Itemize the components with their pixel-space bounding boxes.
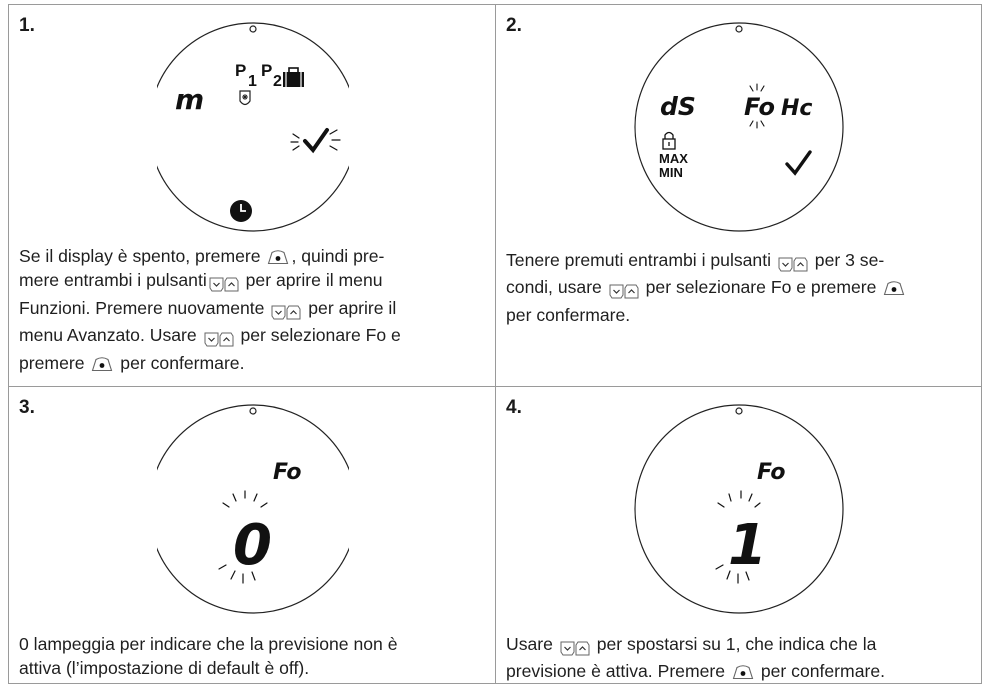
text-line: attiva (l’impostazione di default è off)… bbox=[19, 656, 398, 680]
fo-blinking: Fo bbox=[744, 83, 775, 129]
fo-segment-text: Fo bbox=[273, 460, 301, 485]
text-segment: mere entrambi i pulsanti bbox=[19, 270, 207, 291]
fo-segment-text: Fo bbox=[757, 460, 785, 485]
up-down-buttons-icon bbox=[560, 635, 590, 659]
svg-text:P: P bbox=[261, 61, 272, 80]
svg-text:Fo: Fo bbox=[744, 93, 775, 121]
text-segment: Usare bbox=[506, 634, 558, 654]
text-segment: per confermare. bbox=[115, 352, 245, 373]
step-text: 0 lampeggia per indicare che la previsio… bbox=[19, 632, 398, 681]
panel-3: 3. Fo 0 0 lampeggia per indicare che la … bbox=[8, 386, 496, 684]
text-segment: per spostarsi su 1, che indica che la bbox=[591, 634, 877, 654]
blink-rays bbox=[715, 490, 761, 584]
down-button-icon bbox=[209, 277, 224, 292]
text-line: Funzioni. Premere nuovamente per aprire … bbox=[19, 296, 401, 323]
svg-text:2: 2 bbox=[273, 73, 282, 90]
panel-1: 1. m P 1 P 2 bbox=[8, 4, 496, 387]
ds-segment-text: dS bbox=[660, 92, 696, 121]
digit-segment-text: 1 bbox=[728, 513, 767, 578]
p2-indicator: P 2 bbox=[261, 61, 282, 90]
checkmark-icon bbox=[785, 150, 812, 176]
up-button-icon bbox=[575, 641, 590, 656]
step-number: 4. bbox=[506, 397, 522, 418]
min-label: MIN bbox=[659, 165, 683, 180]
up-down-buttons-icon bbox=[204, 326, 234, 350]
ok-button-icon bbox=[92, 356, 113, 371]
svg-text:P: P bbox=[235, 61, 246, 80]
thermostat-display: Fo 1 bbox=[634, 404, 844, 614]
text-segment: 0 lampeggia per indicare che la previsio… bbox=[19, 634, 398, 654]
lock-icon bbox=[662, 131, 676, 150]
text-line: previsione è attiva. Premere per conferm… bbox=[506, 659, 885, 683]
text-segment: per selezionare Fo e bbox=[235, 325, 401, 346]
ok-button-icon bbox=[884, 281, 905, 296]
down-button-icon bbox=[560, 641, 575, 656]
instruction-grid: 1. m P 1 P 2 bbox=[8, 4, 982, 684]
ok-button-icon bbox=[268, 250, 289, 265]
step-text: Usare per spostarsi su 1, che indica che… bbox=[506, 632, 885, 684]
frost-shield-icon bbox=[239, 90, 251, 106]
up-down-buttons-icon bbox=[209, 271, 239, 295]
text-segment: , quindi pre- bbox=[291, 246, 385, 266]
checkmark-blinking-icon bbox=[290, 128, 341, 154]
step-text: Se il display è spento, premere , quindi… bbox=[19, 244, 401, 375]
digit-segment-text: 0 bbox=[233, 513, 272, 578]
text-line: menu Avanzato. Usare per selezionare Fo … bbox=[19, 323, 401, 350]
text-line: mere entrambi i pulsanti per aprire il m… bbox=[19, 268, 401, 295]
ok-button-icon bbox=[732, 665, 754, 680]
up-down-buttons-icon bbox=[778, 251, 808, 275]
up-down-buttons-icon bbox=[609, 278, 639, 302]
clock-icon bbox=[230, 200, 252, 222]
text-segment: Tenere premuti entrambi i pulsanti bbox=[506, 250, 776, 270]
text-segment: per 3 se- bbox=[809, 250, 885, 270]
mode-segment-text: m bbox=[175, 83, 204, 116]
svg-text:1: 1 bbox=[248, 73, 257, 90]
text-segment: menu Avanzato. Usare bbox=[19, 325, 202, 346]
down-button-icon bbox=[271, 305, 286, 320]
up-button-icon bbox=[624, 284, 639, 299]
down-button-icon bbox=[204, 332, 219, 347]
panel-4: 4. Fo 1 Usare per spostarsi su 1, che in… bbox=[495, 386, 982, 684]
max-label: MAX bbox=[659, 151, 688, 166]
text-segment: per aprire il bbox=[303, 297, 397, 318]
up-button-icon bbox=[224, 277, 239, 292]
text-line: Se il display è spento, premere , quindi… bbox=[19, 244, 401, 268]
up-button-icon bbox=[219, 332, 234, 347]
text-segment: Funzioni. Premere nuovamente bbox=[19, 297, 270, 318]
text-segment: attiva (l’impostazione di default è off)… bbox=[19, 658, 310, 679]
text-line: 0 lampeggia per indicare che la previsio… bbox=[19, 632, 398, 656]
down-button-icon bbox=[778, 257, 793, 272]
text-segment: premere bbox=[19, 352, 90, 373]
up-down-buttons-icon bbox=[271, 299, 301, 323]
suitcase-icon bbox=[283, 67, 304, 87]
text-segment: per selezionare Fo e premere bbox=[640, 277, 882, 298]
blink-rays bbox=[218, 490, 268, 584]
text-segment: per confermare. bbox=[755, 661, 886, 682]
p1-indicator: P 1 bbox=[235, 61, 257, 90]
text-line: per confermare. bbox=[506, 303, 907, 327]
panel-2: 2. dS Fo Hc MAX MIN Tene bbox=[495, 4, 982, 387]
text-segment: Se il display è spento, premere bbox=[19, 246, 266, 266]
text-line: Tenere premuti entrambi i pulsanti per 3… bbox=[506, 248, 907, 275]
thermostat-display: dS Fo Hc MAX MIN bbox=[634, 22, 844, 232]
text-line: premere per confermare. bbox=[19, 351, 401, 375]
text-segment: condi, usare bbox=[506, 277, 607, 298]
thermostat-display: Fo 0 bbox=[157, 404, 349, 614]
thermostat-display: m P 1 P 2 bbox=[157, 22, 349, 232]
hc-segment-text: Hc bbox=[781, 96, 812, 121]
text-segment: per aprire il menu bbox=[240, 270, 383, 291]
down-button-icon bbox=[609, 284, 624, 299]
step-text: Tenere premuti entrambi i pulsanti per 3… bbox=[506, 248, 907, 327]
text-line: condi, usare per selezionare Fo e premer… bbox=[506, 275, 907, 302]
step-number: 3. bbox=[19, 397, 35, 418]
up-button-icon bbox=[286, 305, 301, 320]
text-segment: previsione è attiva. Premere bbox=[506, 661, 730, 682]
text-segment: per confermare. bbox=[506, 304, 631, 325]
text-line: Usare per spostarsi su 1, che indica che… bbox=[506, 632, 885, 659]
up-button-icon bbox=[793, 257, 808, 272]
step-number: 1. bbox=[19, 15, 35, 36]
step-number: 2. bbox=[506, 15, 522, 36]
